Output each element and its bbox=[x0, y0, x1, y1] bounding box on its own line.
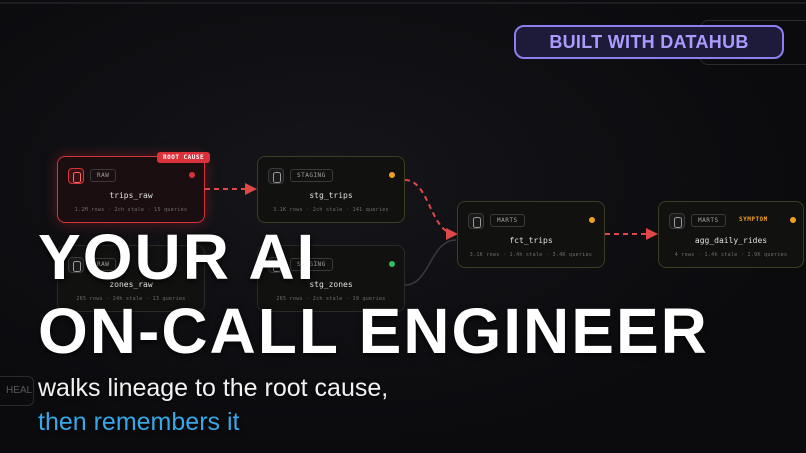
node-stats: 1.2M rows · 2ch stale · 15 queries bbox=[74, 207, 188, 213]
node-name: stg_trips bbox=[309, 191, 353, 200]
node-stats: 3.1K rows · 1.4h stale · 3.4K queries bbox=[469, 252, 593, 258]
node-stats: 3.1K rows · 2ch stale · 141 queries bbox=[273, 207, 389, 213]
edge-stg-trips-to-fct-trips bbox=[404, 179, 458, 240]
database-icon bbox=[268, 168, 284, 184]
node-zones-raw[interactable]: RAW zones_raw 265 rows · 24h stale · 13 … bbox=[57, 245, 205, 312]
node-fct-trips[interactable]: MARTS fct_trips 3.1K rows · 1.4h stale ·… bbox=[457, 201, 605, 268]
subtitle-line-1: walks lineage to the root cause, bbox=[38, 374, 389, 402]
node-agg-daily-rides[interactable]: MARTS SYMPTOM agg_daily_rides 4 rows · 1… bbox=[658, 201, 804, 268]
status-dot bbox=[389, 261, 395, 267]
built-with-datahub-badge: BUILT WITH DATAHUB bbox=[514, 25, 784, 59]
layer-tag: RAW bbox=[90, 169, 117, 182]
edge-stg-zones-to-fct-trips bbox=[404, 239, 457, 286]
layer-tag: STAGING bbox=[290, 258, 333, 271]
node-stats: 265 rows · 24h stale · 13 queries bbox=[76, 296, 186, 302]
node-trips-raw[interactable]: RAW trips_raw 1.2M rows · 2ch stale · 15… bbox=[57, 156, 205, 223]
node-name: fct_trips bbox=[509, 236, 553, 245]
node-name: zones_raw bbox=[109, 280, 153, 289]
headline-line-2: ON-CALL ENGINEER bbox=[38, 295, 709, 367]
subtitle-line-2: then remembers it bbox=[38, 408, 240, 436]
status-dot bbox=[189, 261, 195, 267]
headline-line-1: YOUR AI bbox=[38, 221, 317, 293]
database-icon bbox=[68, 257, 84, 273]
status-dot bbox=[790, 217, 796, 223]
node-stg-trips[interactable]: STAGING stg_trips 3.1K rows · 2ch stale … bbox=[257, 156, 405, 223]
node-stg-zones[interactable]: STAGING stg_zones 265 rows · 2ch stale ·… bbox=[257, 245, 405, 312]
layer-tag: STAGING bbox=[290, 169, 333, 182]
database-icon bbox=[669, 213, 685, 229]
node-name: trips_raw bbox=[109, 191, 153, 200]
database-icon bbox=[468, 213, 484, 229]
database-icon bbox=[268, 257, 284, 273]
status-dot bbox=[589, 217, 595, 223]
node-name: agg_daily_rides bbox=[694, 236, 768, 245]
symptom-badge: SYMPTOM bbox=[739, 216, 768, 223]
layer-tag: RAW bbox=[90, 258, 117, 271]
top-divider bbox=[0, 2, 806, 4]
status-dot bbox=[389, 172, 395, 178]
node-stats: 265 rows · 2ch stale · 19 queries bbox=[276, 296, 386, 302]
status-dot bbox=[189, 172, 195, 178]
root-cause-badge: ROOT CAUSE bbox=[157, 152, 211, 163]
node-stats: 4 rows · 1.4h stale · 2.9K queries bbox=[674, 252, 788, 258]
layer-tag: MARTS bbox=[691, 214, 726, 227]
layer-tag: MARTS bbox=[490, 214, 525, 227]
health-tab[interactable]: HEAL bbox=[0, 376, 34, 406]
node-name: stg_zones bbox=[309, 280, 353, 289]
database-icon bbox=[68, 168, 84, 184]
